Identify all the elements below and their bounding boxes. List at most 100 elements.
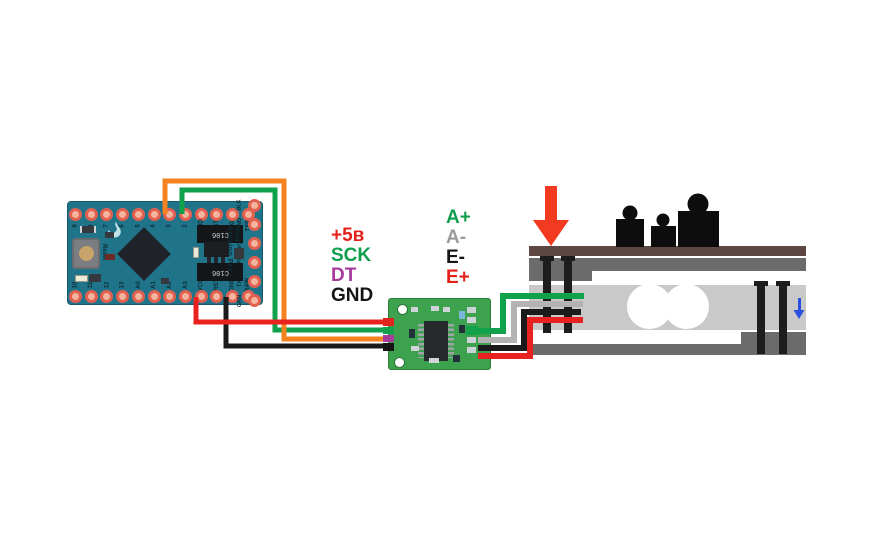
pin-label: 9 (72, 224, 79, 228)
smd-component (411, 346, 419, 351)
calibration-weights (616, 193, 719, 247)
pin-hole (147, 290, 161, 303)
weight-small (651, 213, 676, 247)
weight-medium (616, 205, 644, 247)
pin-hole (248, 237, 261, 250)
pin-label: BLK (237, 199, 243, 211)
smd-component (411, 307, 418, 312)
pin-label: 3 (166, 224, 173, 228)
regulator-leg (214, 257, 218, 263)
arduino-side-pin-column (248, 199, 261, 307)
arrow-shaft (545, 186, 557, 221)
arrow-head (533, 220, 569, 246)
pin-hole (248, 199, 261, 212)
pin-hole (116, 208, 130, 221)
bottom-base-spacer (741, 332, 806, 344)
pin-hole (248, 275, 261, 288)
pin-label: 12 (103, 281, 110, 289)
ic-legs-left (418, 324, 424, 358)
smd-component (429, 358, 439, 363)
weight-knob (622, 205, 638, 221)
led (193, 247, 199, 258)
smd-component (453, 355, 460, 362)
mounting-hole (394, 357, 405, 368)
weight-body (616, 219, 644, 247)
board-name-line1: Arduino Pro (226, 226, 233, 272)
reset-silkscreen: Reset (101, 244, 107, 261)
label-e-plus: E+ (446, 267, 470, 288)
smd-capacitor (459, 311, 465, 319)
smd-component (431, 306, 439, 311)
pin-hole (84, 290, 98, 303)
pin-hole (210, 290, 224, 303)
board-name-line2: Mini (233, 226, 240, 242)
pin-hole (248, 256, 261, 269)
smd-component (459, 325, 465, 333)
weight-body (651, 226, 676, 247)
label-a-minus: A- (446, 227, 467, 248)
hx711-ic-chip (424, 321, 448, 361)
pin-hole (100, 290, 114, 303)
hx711-module (388, 298, 491, 370)
smd-resistor (105, 232, 114, 238)
pin-label: 13 (119, 281, 126, 289)
smd-resistor (80, 226, 96, 233)
label-dt: DT (331, 265, 357, 286)
smd-component (409, 329, 415, 338)
pin-hole (248, 294, 261, 307)
pin-label: A0 (135, 281, 142, 289)
smd-resistor (105, 254, 115, 260)
pin-hole (100, 208, 114, 221)
arduino-pro-mini-board: 9 8 7 6 5 4 3 2 GND RST RXI TX0 10 11 12… (67, 199, 263, 308)
smd-component (161, 278, 169, 284)
pin-hole (69, 290, 82, 303)
label-sck: SCK (331, 245, 372, 266)
pin-hole (131, 208, 145, 221)
top-bracket-spacer (529, 271, 592, 281)
label-e-minus: E- (446, 247, 465, 268)
board-name-silkscreen: Arduino Pro Mini (226, 226, 240, 288)
pin-hole (248, 218, 261, 231)
pin-label: GRN (236, 294, 243, 308)
pin-label: 11 (88, 281, 95, 289)
led (75, 275, 88, 282)
label-5v: +5в (331, 225, 365, 246)
pin-label: 5 (135, 224, 142, 228)
pin-hole (131, 290, 145, 303)
smd-component (443, 307, 450, 312)
hx711-signal-labels: +5в SCK DT GND (331, 226, 373, 306)
pin-hole (84, 208, 98, 221)
force-down-arrow-icon (533, 186, 569, 246)
weight-knob (687, 193, 709, 215)
pin-hole (194, 290, 208, 303)
top-mounting-bracket (529, 258, 806, 271)
loadcell-signal-labels: A+ A- E- E+ (446, 208, 471, 288)
regulator-leg (221, 257, 225, 263)
label-gnd: GND (331, 285, 374, 306)
regulator-leg (207, 257, 211, 263)
mounting-hole (397, 304, 408, 315)
pin-hole (147, 208, 161, 221)
arduino-bottom-pin-row (69, 290, 255, 303)
pin-hole (69, 208, 82, 221)
pin-hole (179, 290, 193, 303)
smd-component (89, 274, 101, 282)
pin-label: 10 (72, 281, 79, 289)
load-cell-strain-hole (664, 284, 709, 329)
mcu-chip (117, 227, 171, 281)
ic-legs-right (448, 324, 454, 358)
weight-knob (656, 213, 670, 227)
pin-hole (163, 290, 177, 303)
reset-button (72, 238, 100, 269)
pin-label: 2 (182, 224, 189, 228)
label-a-plus: A+ (446, 207, 471, 228)
bottom-mounting-base (529, 344, 806, 355)
pin-label: A3 (182, 281, 189, 289)
pin-label: 4 (151, 224, 158, 228)
weight-large (678, 193, 719, 247)
reset-button-cap (78, 246, 94, 261)
weight-body (678, 211, 719, 247)
pin-label: A1 (151, 281, 158, 289)
pin-hole (116, 290, 130, 303)
